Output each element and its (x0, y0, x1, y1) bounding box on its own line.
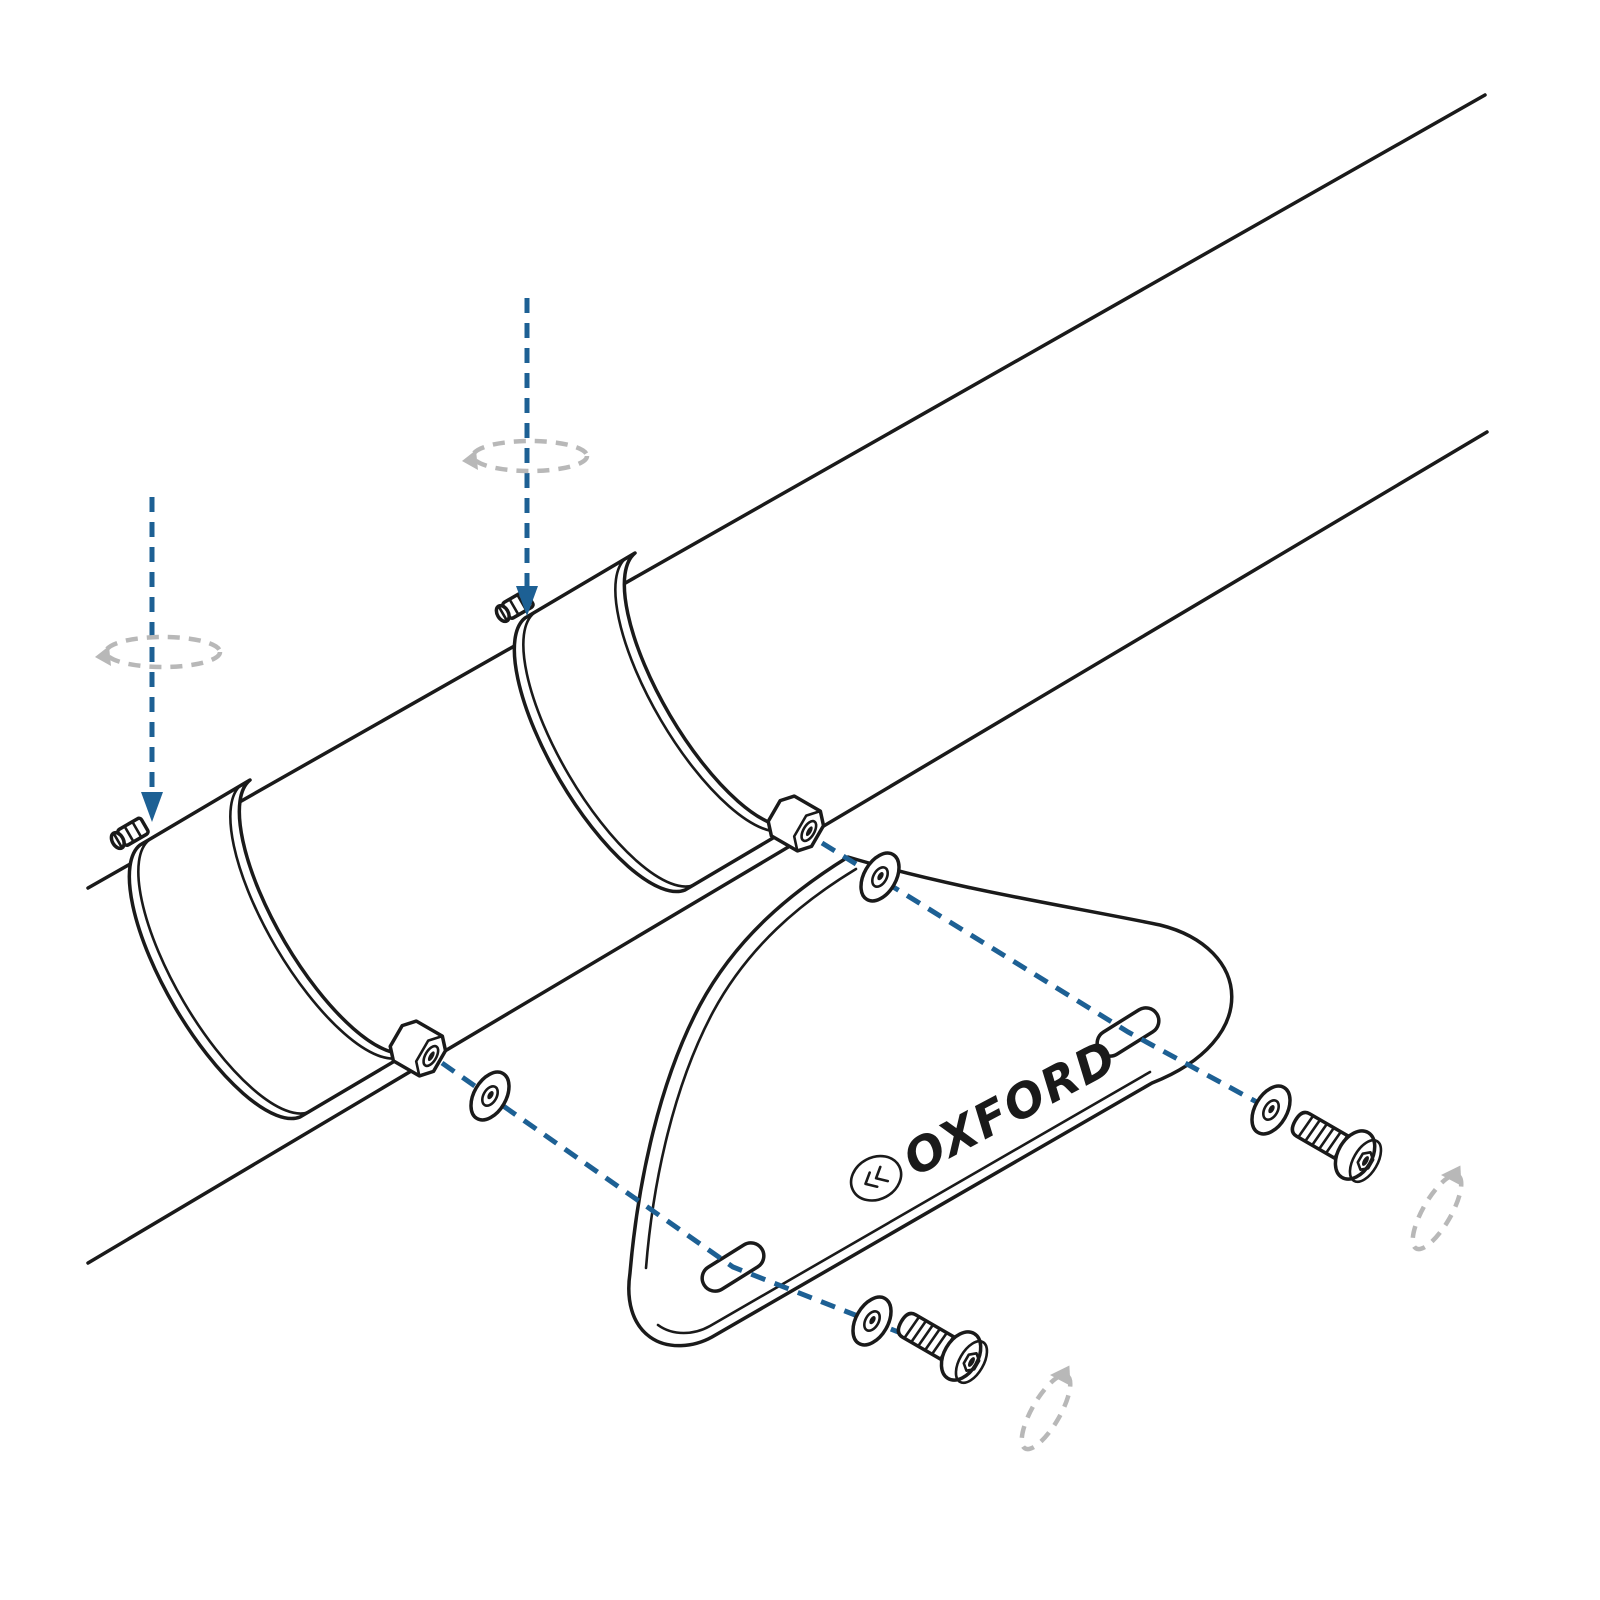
rotation-indicator-left-clamp (95, 634, 223, 670)
bolt-upper-socket-shadow (1361, 1156, 1369, 1166)
tube-upper-edge (86, 93, 1487, 890)
bolt-upper-thread (1297, 1115, 1314, 1138)
rotation-indicator-bolt-upper-arrow (1441, 1165, 1462, 1186)
washer-lower-inner-hole (481, 1085, 499, 1107)
washer-upper-outer-hole-shadow (1268, 1105, 1275, 1114)
bolt-lower-hex-socket (962, 1352, 981, 1372)
bolt-lower-thread (917, 1324, 934, 1347)
washer-lower-inner-hole-shadow (487, 1091, 494, 1100)
assembly-axis-lower (440, 1060, 963, 1360)
mounting-bracket-left-bend-line (644, 867, 858, 1270)
tube-lower-edge (86, 430, 1489, 1265)
hex-nut-right-hole (800, 819, 818, 843)
band-clamp-right-left-edge (522, 611, 696, 888)
bolt-lower-thread (931, 1332, 948, 1355)
bolt-lower-thread (924, 1328, 941, 1351)
rotation-indicator-right-clamp (462, 438, 590, 474)
rotation-indicator-left-clamp-ellipse (103, 634, 223, 670)
hex-nut-left (388, 1019, 448, 1078)
worm-screw-right-slot-line (508, 597, 520, 617)
oxford-logo-emblem-flash (874, 1165, 890, 1183)
band-clamp-left-body (127, 778, 412, 1121)
worm-screw-left-slot-line (131, 820, 143, 839)
mounting-bracket-bottom-thickness-line (656, 1070, 1152, 1335)
bolt-upper (1290, 1110, 1383, 1184)
mounting-bracket-outline (627, 855, 1234, 1348)
bolt-upper-thread (1325, 1131, 1342, 1154)
bolt-lower-thread (910, 1320, 927, 1343)
washer-lower-outer (851, 1295, 893, 1347)
bolt-upper-thread (1304, 1119, 1321, 1142)
bolt-upper-thread (1318, 1127, 1335, 1150)
rotation-indicator-bolt-upper (1410, 1165, 1464, 1252)
rotation-indicator-right-clamp-arrow (462, 450, 478, 470)
oxford-logo-emblem-circle (849, 1154, 903, 1202)
washer-lower-outer-hole (863, 1310, 881, 1332)
bolt-lower-head-face (954, 1339, 989, 1385)
washer-lower-inner (469, 1070, 511, 1122)
bolt-upper-hex-socket (1356, 1151, 1375, 1171)
worm-screw-left-slot-line (123, 824, 135, 844)
band-clamp-left-right-edge (229, 783, 403, 1060)
band-clamp-right-body (512, 551, 797, 894)
hex-nut-right (766, 794, 826, 853)
washer-upper-outer-hole (1262, 1099, 1280, 1121)
hex-nut-right-hole-shadow (805, 826, 813, 837)
rotation-indicator-bolt-lower-arrow (1050, 1365, 1071, 1386)
hex-nut-left-face (414, 1034, 447, 1078)
press-arrow-left-head (141, 792, 163, 822)
bolt-upper-thread (1311, 1123, 1328, 1146)
press-arrow-left (141, 497, 163, 822)
bolt-upper-head-face (1348, 1138, 1383, 1184)
tube (86, 93, 1489, 1265)
rotation-indicator-right-clamp-ellipse (470, 438, 590, 474)
band-clamp-left (127, 778, 412, 1121)
hex-nut-left-hole (422, 1044, 440, 1068)
worm-screw-left-head-slot (113, 834, 123, 848)
bolt-lower (896, 1311, 989, 1385)
bolt-lower-thread (903, 1316, 920, 1339)
washer-upper-inner-hole (871, 866, 889, 888)
oxford-logo-emblem-flash (864, 1171, 879, 1189)
band-clamp-left-left-edge (137, 838, 311, 1115)
washer-upper-inner (859, 851, 901, 903)
mounting-bracket: OXFORD (627, 855, 1234, 1348)
hex-nut-right-face (792, 809, 825, 853)
washer-lower-outer-hole-shadow (869, 1316, 876, 1325)
rotation-indicator-bolt-lower (1019, 1365, 1073, 1452)
rotation-indicator-left-clamp-arrow (95, 646, 111, 666)
hex-nut-left-hole-shadow (427, 1051, 435, 1062)
washer-upper-inner-hole-shadow (877, 872, 884, 881)
press-arrow-right (516, 298, 538, 616)
bolt-lower-socket-shadow (967, 1357, 975, 1367)
washer-upper-outer (1250, 1084, 1292, 1136)
worm-screw-left (109, 816, 150, 851)
band-clamp-right (512, 551, 797, 894)
press-arrow-right-head (516, 586, 538, 616)
band-clamp-right-right-edge (614, 556, 788, 833)
worm-screw-right-head-slot (498, 607, 508, 621)
